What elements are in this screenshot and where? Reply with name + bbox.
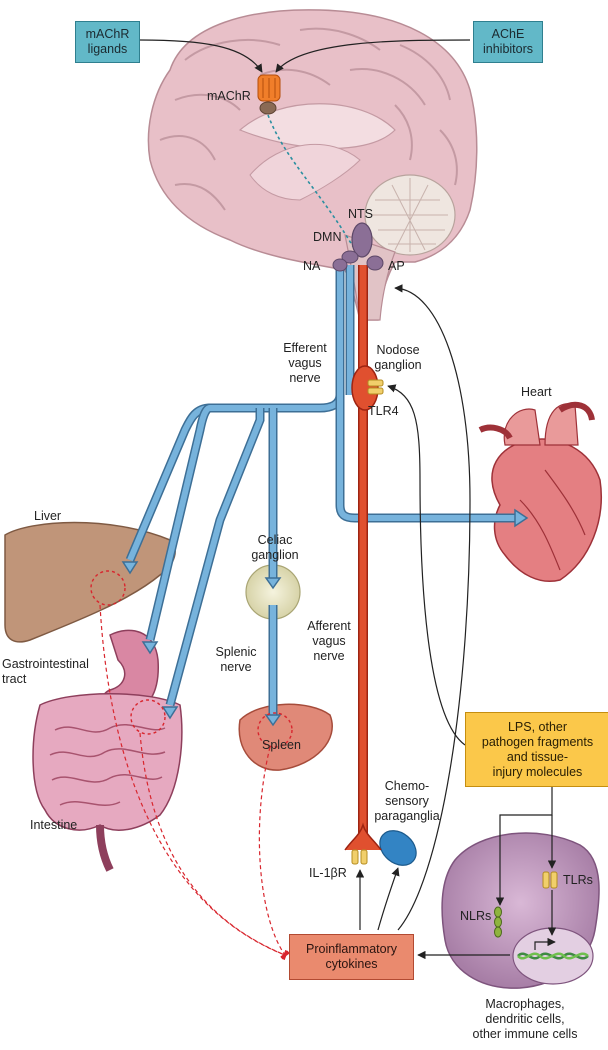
celiac-label: Celiac ganglion xyxy=(251,533,299,562)
ache-inhibitors-box: AChE inhibitors xyxy=(473,21,543,63)
signaling-arrows xyxy=(355,284,557,960)
il1br-label: IL-1βR xyxy=(309,866,347,880)
gi-label: Gastrointestinal tract xyxy=(2,657,89,686)
dmn-label: DMN xyxy=(313,230,342,244)
nts-nucleus xyxy=(351,222,373,258)
intestine xyxy=(32,693,183,872)
nlr-icon xyxy=(494,906,502,938)
liver-label: Liver xyxy=(34,509,62,523)
nlrs-label: NLRs xyxy=(460,909,492,923)
il1br-receptor-icon xyxy=(351,849,368,865)
arrow-ache-machr xyxy=(275,39,471,73)
tlrs-label: TLRs xyxy=(563,873,593,887)
machr-pathway-dotted xyxy=(267,114,356,251)
ap-nucleus xyxy=(366,255,384,271)
nts-label: NTS xyxy=(348,207,373,221)
splenic-label: Splenic nerve xyxy=(215,645,257,674)
cytokines-text: Proinflammatory cytokines xyxy=(306,942,397,971)
machr-ligands-text: mAChR ligands xyxy=(85,27,130,56)
immune-cell xyxy=(441,832,600,989)
machr-ligands-box: mAChR ligands xyxy=(75,21,140,63)
na-label: NA xyxy=(303,259,321,273)
machr-label: mAChR xyxy=(207,89,251,103)
ap-label: AP xyxy=(388,259,405,273)
immune-cells-label: Macrophages, dendritic cells, other immu… xyxy=(472,997,578,1041)
tlr4-label: TLR4 xyxy=(368,404,399,418)
arrow-ligands-machr xyxy=(139,39,263,73)
nodose-label: Nodose ganglion xyxy=(374,343,422,372)
tlrs-receptor-icon xyxy=(542,871,558,889)
machr-receptor-icon xyxy=(257,74,281,115)
intestine-label: Intestine xyxy=(30,818,78,832)
lps-box: LPS, other pathogen fragments and tissue… xyxy=(465,712,608,787)
brain xyxy=(147,9,478,321)
proinflammatory-cytokines-box: Proinflammatory cytokines xyxy=(289,934,414,980)
dashed-target-circles xyxy=(90,570,293,748)
brainstem-nuclei xyxy=(332,222,384,272)
ache-inhibitors-text: AChE inhibitors xyxy=(482,27,534,56)
spleen xyxy=(238,703,333,771)
chemosensory-label: Chemo- sensory paraganglia xyxy=(374,779,440,823)
heart-label: Heart xyxy=(521,385,552,399)
spleen-label: Spleen xyxy=(262,738,301,752)
paraganglia xyxy=(379,830,417,866)
efferent-vagus-nerve xyxy=(125,265,515,715)
heart xyxy=(478,401,602,582)
lps-text: LPS, other pathogen fragments and tissue… xyxy=(481,719,594,779)
tlr4-receptor-icon xyxy=(367,379,384,395)
inhibition-lines xyxy=(99,604,290,960)
afferent-vagus-nerve xyxy=(344,265,382,851)
nerve-terminals xyxy=(121,508,529,727)
dmn-nucleus xyxy=(341,250,359,264)
na-nucleus xyxy=(332,258,348,272)
afferent-label: Afferent vagus nerve xyxy=(307,619,351,663)
efferent-label: Efferent vagus nerve xyxy=(283,341,327,385)
